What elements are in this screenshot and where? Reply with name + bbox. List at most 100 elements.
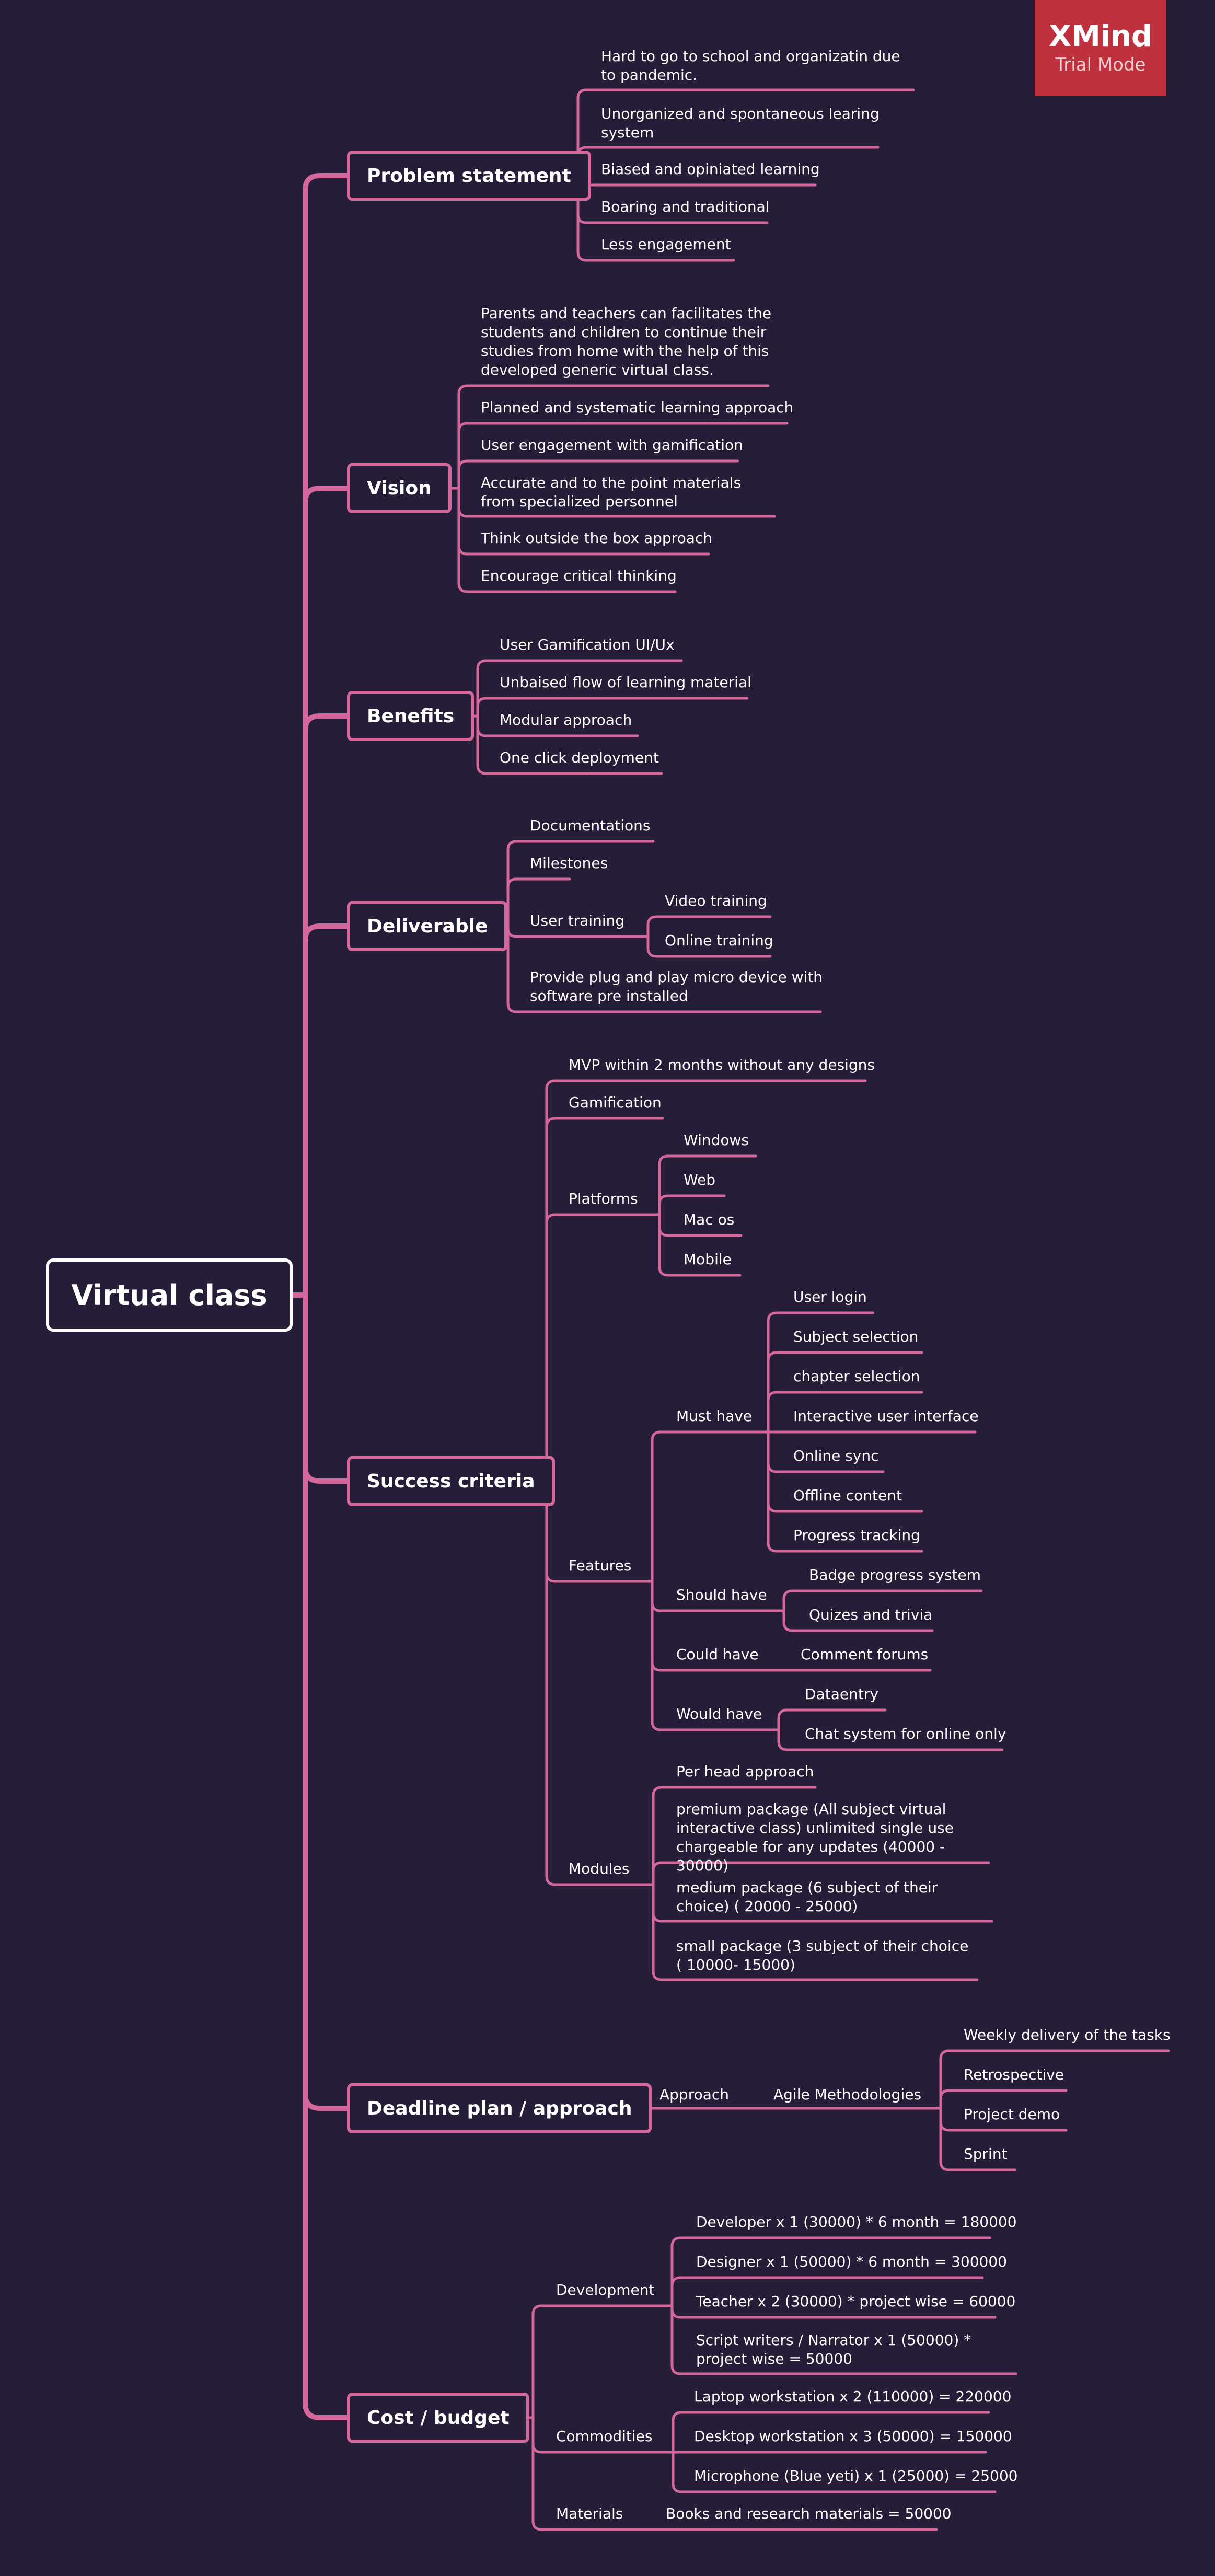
module-item[interactable]: small package (3 subject of their choice… [676,1937,969,1973]
deliverable-documentations[interactable]: Documentations [530,817,651,834]
deliverable-plug-play[interactable]: Provide plug and play micro device with … [530,968,823,1004]
deliverable-user-training[interactable]: User training [530,912,625,929]
branch-line [303,1292,350,2111]
development-item[interactable]: Teacher x 2 (30000) * project wise = 600… [696,2293,1016,2310]
should-item[interactable]: Quizes and trivia [809,1606,933,1623]
branch-line [531,1480,655,1886]
agile-item[interactable]: Sprint [964,2145,1008,2163]
features-would-have[interactable]: Would have [676,1705,762,1723]
success-modules[interactable]: Modules [569,1860,630,1877]
branch-line [493,840,655,928]
benefits-item[interactable]: One click deployment [500,749,659,766]
deliverable-milestones[interactable]: Milestones [530,854,608,872]
would-item[interactable]: Dataentry [805,1685,878,1703]
branch-line [640,915,772,938]
benefits-item[interactable]: Modular approach [500,711,632,729]
branch-line [777,1728,1004,1751]
topic-vision[interactable]: Vision [347,463,452,513]
must-item[interactable]: Online sync [793,1447,879,1464]
branch-line [939,2089,1068,2110]
branch-line [640,935,772,958]
topic-cost-budget[interactable]: Cost / budget [347,2393,529,2443]
platform-item[interactable]: Mobile [684,1251,732,1268]
problem-item[interactable]: Less engagement [601,236,731,253]
branch-line [518,2416,938,2531]
benefits-item[interactable]: User Gamification UI/Ux [500,636,675,653]
vision-item[interactable]: Planned and systematic learning approach [481,399,794,416]
module-item[interactable]: Per head approach [676,1763,814,1780]
features-could-have[interactable]: Could have [676,1646,759,1663]
deadline-approach[interactable]: Approach [659,2086,730,2103]
would-item[interactable]: Chat system for online only [805,1725,1006,1742]
success-platforms[interactable]: Platforms [569,1190,638,1207]
deadline-agile[interactable]: Agile Methodologies [773,2086,922,2103]
platform-item[interactable]: Mac os [684,1211,735,1228]
development-item[interactable]: Developer x 1 (30000) * 6 month = 180000 [696,2213,1017,2231]
agile-item[interactable]: Retrospective [964,2066,1064,2083]
success-gamification[interactable]: Gamification [569,1094,662,1111]
topic-problem-statement[interactable]: Problem statement [347,151,591,201]
vision-item[interactable]: Think outside the box approach [481,529,713,547]
agile-item[interactable]: Project demo [964,2106,1060,2123]
topic-deliverable[interactable]: Deliverable [347,901,508,951]
cost-materials[interactable]: Materials [556,2505,623,2522]
success-features[interactable]: Features [569,1557,632,1574]
materials-item[interactable]: Books and research materials = 50000 [666,2505,952,2522]
platform-item[interactable]: Windows [684,1131,749,1149]
branch-line [563,174,735,262]
success-mvp[interactable]: MVP within 2 months without any designs [569,1056,875,1073]
vision-item[interactable]: Parents and teachers can facilitates the… [481,305,772,378]
branch-line [767,1430,923,1553]
branch-line [303,1292,350,2420]
branch-line [767,1391,923,1434]
commodities-item[interactable]: Desktop workstation x 3 (50000) = 150000 [694,2428,1012,2445]
branch-line [303,1292,350,1484]
problem-item[interactable]: Hard to go to school and organizatin due… [601,48,900,84]
development-item[interactable]: Designer x 1 (50000) * 6 month = 300000 [696,2253,1007,2270]
must-item[interactable]: Subject selection [793,1328,919,1345]
deliverable-online-training[interactable]: Online training [665,932,773,949]
vision-item[interactable]: Encourage critical thinking [481,567,677,584]
could-item[interactable]: Comment forums [801,1646,929,1663]
xmind-watermark: XMind Trial Mode [1035,0,1166,96]
branch-line [444,422,789,490]
deliverable-video-training[interactable]: Video training [665,892,767,909]
watermark-brand: XMind [1048,19,1153,53]
problem-item[interactable]: Biased and opiniated learning [601,160,820,178]
must-item[interactable]: Interactive user interface [793,1407,979,1425]
features-should-have[interactable]: Should have [676,1586,767,1603]
platform-item[interactable]: Web [684,1171,716,1188]
watermark-mode: Trial Mode [1055,54,1146,75]
topic-deadline-plan[interactable]: Deadline plan / approach [347,2083,652,2133]
branch-line [672,2451,997,2493]
must-item[interactable]: User login [793,1288,867,1306]
features-must-have[interactable]: Must have [676,1407,753,1425]
cost-commodities[interactable]: Commodities [556,2428,653,2445]
should-item[interactable]: Badge progress system [809,1566,981,1584]
branch-line [303,486,350,1298]
commodities-item[interactable]: Laptop workstation x 2 (110000) = 220000 [694,2388,1012,2405]
benefits-item[interactable]: Unbaised flow of learning material [500,674,751,691]
topic-benefits[interactable]: Benefits [347,691,475,741]
problem-item[interactable]: Unorganized and spontaneous learing syst… [601,105,880,141]
root-topic[interactable]: Virtual class [46,1258,293,1332]
must-item[interactable]: Progress tracking [793,1527,920,1544]
branch-line [658,1194,726,1216]
topic-success-criteria[interactable]: Success criteria [347,1456,555,1506]
vision-item[interactable]: User engagement with gamification [481,436,743,454]
cost-development[interactable]: Development [556,2281,655,2298]
module-item[interactable]: premium package (All subject virtual int… [676,1800,954,1874]
module-item[interactable]: medium package (6 subject of their choic… [676,1879,938,1915]
branch-line [303,713,350,1298]
commodities-item[interactable]: Microphone (Blue yeti) x 1 (25000) = 250… [694,2467,1018,2485]
must-item[interactable]: chapter selection [793,1368,920,1385]
branch-line [777,1708,887,1731]
must-item[interactable]: Offline content [793,1487,902,1504]
branch-line [658,1213,742,1277]
branch-line [651,1580,780,1731]
vision-item[interactable]: Accurate and to the point materials from… [481,474,742,510]
agile-item[interactable]: Weekly delivery of the tasks [964,2026,1171,2043]
branch-line [782,1609,934,1632]
problem-item[interactable]: Boaring and traditional [601,198,770,215]
development-item[interactable]: Script writers / Narrator x 1 (50000) * … [696,2331,971,2367]
